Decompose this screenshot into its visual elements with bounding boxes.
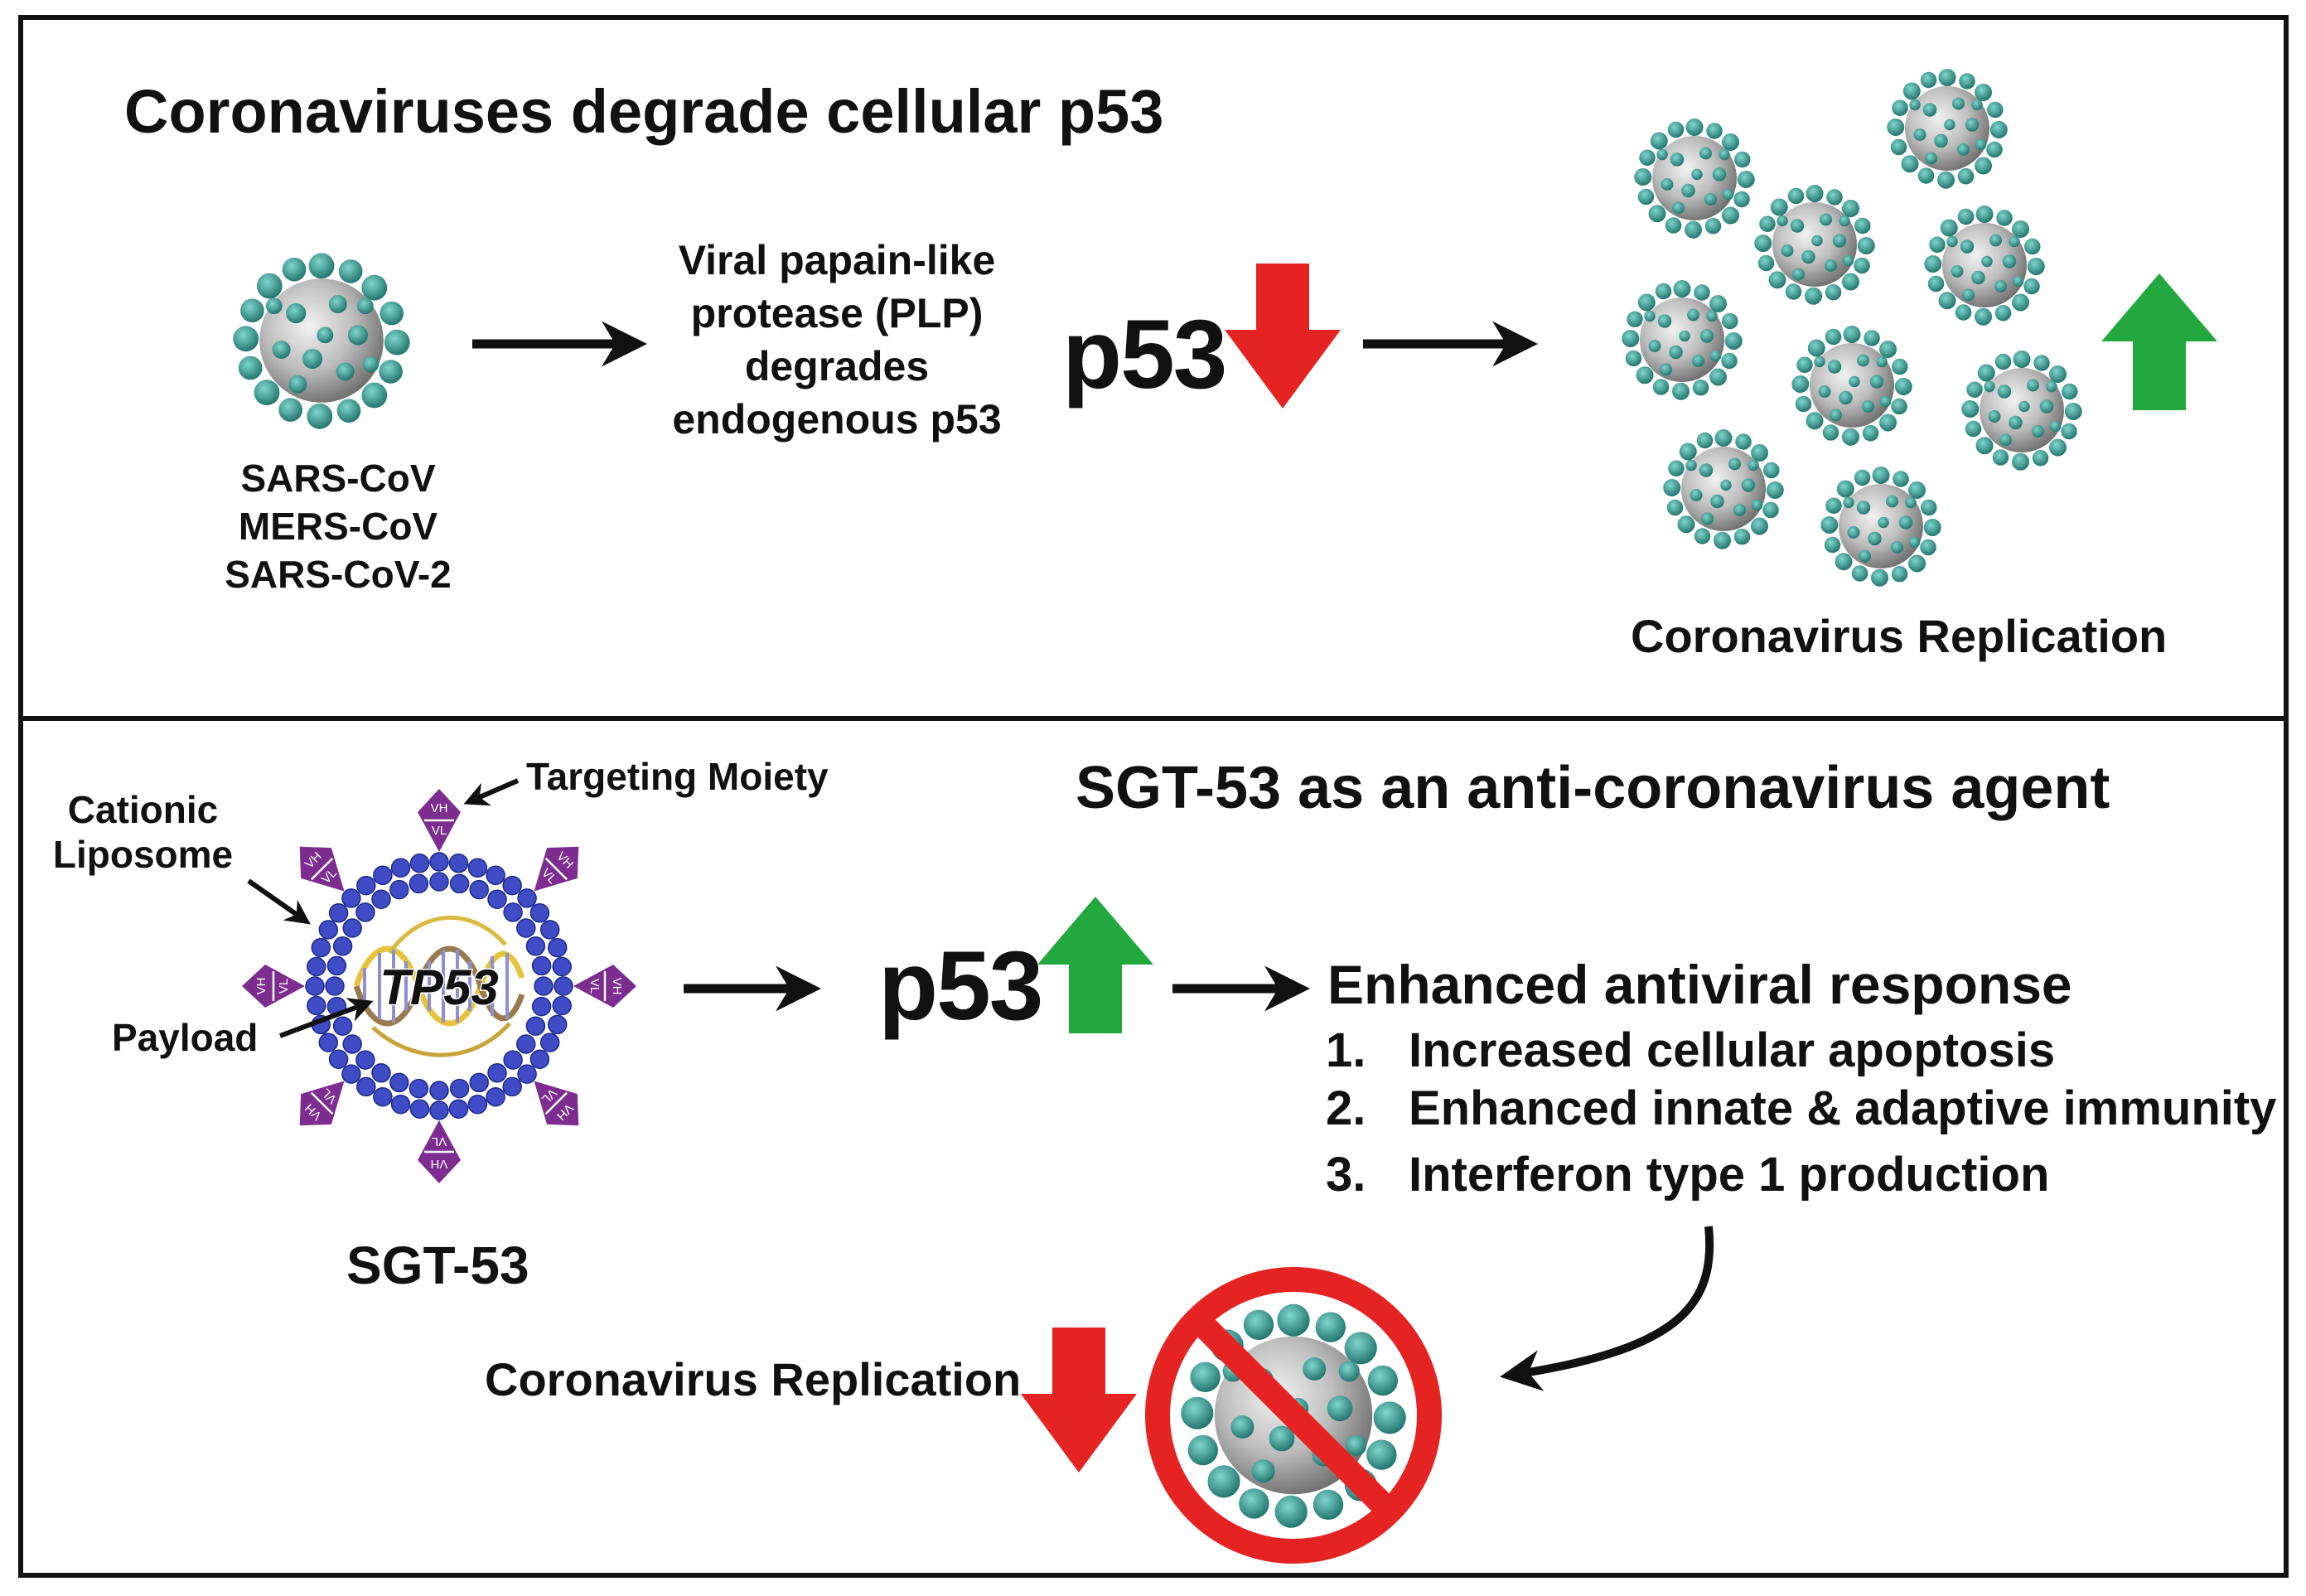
blocked-virus-icon (1145, 1267, 1442, 1564)
virus-name-sars-cov: SARS-CoV (240, 457, 436, 500)
response-title: Enhanced antiviral response (1327, 954, 2072, 1015)
mechanism-line-1: Viral papain-like (678, 237, 996, 283)
p53-up-arrow-icon (1037, 897, 1153, 1033)
top-panel-title: Coronaviruses degrade cellular p53 (124, 77, 1164, 146)
flow-arrow-1 (472, 321, 647, 367)
response-item-number-1: 1. (1326, 1023, 1366, 1077)
mechanism-line-2: protease (PLP) (690, 290, 984, 336)
replication-up-arrow-icon (2101, 273, 2217, 410)
virus-name-sars-cov-2: SARS-CoV-2 (225, 553, 452, 596)
dna-helix-icon (353, 916, 525, 1057)
label-pointer-arrows (247, 778, 520, 1038)
replication-label-top: Coronavirus Replication (1631, 610, 2168, 662)
tp53-gene-label: TP53 (379, 960, 498, 1015)
response-item-text-3: Interferon type 1 production (1409, 1148, 2050, 1202)
payload-label: Payload (112, 1016, 259, 1059)
p53-down-arrow-icon (1225, 264, 1341, 409)
flow-arrow-3 (684, 965, 821, 1012)
mechanism-line-3: degrades (744, 343, 930, 389)
response-item-text-2: Enhanced innate & adaptive immunity (1409, 1081, 2277, 1135)
replication-label-bottom: Coronavirus Replication (485, 1353, 1022, 1405)
liposome-nanocomplex-icon: TP53 (240, 787, 638, 1185)
bottom-panel-title: SGT-53 as an anti-coronavirus agent (1076, 755, 2110, 821)
virus-name-mers-cov: MERS-CoV (238, 505, 438, 548)
response-item-text-1: Increased cellular apoptosis (1409, 1023, 2056, 1077)
plp-mechanism-text: Viral papain-like protease (PLP) degrade… (655, 234, 1019, 446)
flow-arrow-2 (1363, 321, 1538, 367)
response-item-number-2: 2. (1326, 1081, 1366, 1135)
mechanism-line-4: endogenous p53 (672, 396, 1002, 443)
prohibition-icon (1145, 1267, 1442, 1564)
response-item-number-3: 3. (1326, 1148, 1366, 1202)
replication-down-arrow-icon (1021, 1328, 1137, 1473)
p53-label-top: p53 (1062, 300, 1227, 409)
cationic-liposome-label: Cationic Liposome (52, 788, 234, 876)
agent-name-label: SGT-53 (346, 1236, 529, 1295)
p53-label-bottom: p53 (878, 931, 1043, 1041)
flow-arrow-4 (1172, 965, 1310, 1012)
targeting-moiety-label: Targeting Moiety (526, 755, 829, 798)
curved-flow-arrow (1500, 1226, 1714, 1391)
virus-name-list: SARS-CoV MERS-CoV SARS-CoV-2 (181, 454, 496, 598)
